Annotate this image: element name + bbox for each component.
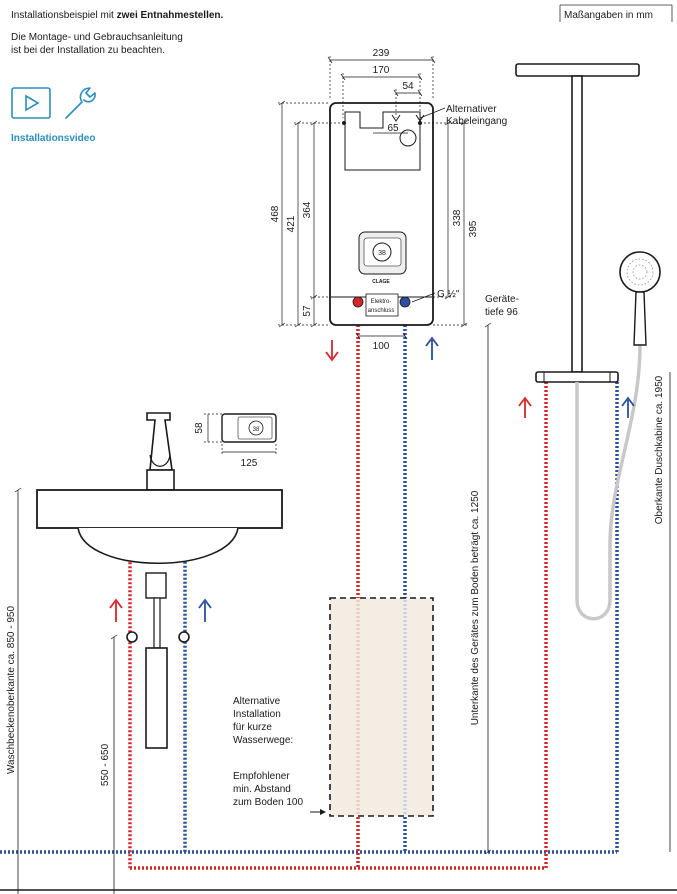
device-bottom-label: Unterkante des Gerätes zum Boden beträgt… [470, 490, 481, 725]
remote-dimension-lines [204, 413, 277, 456]
recommended-line1: Empfohlener [233, 771, 290, 782]
arrow-up-icon [109, 598, 123, 622]
pipe-network [0, 305, 619, 870]
shower-thermostat [535, 371, 619, 383]
drain-pipe [145, 572, 167, 599]
dim-338: 338 [452, 209, 463, 226]
electro-line2: anschluss [368, 308, 395, 314]
arrow-up-icon [425, 336, 439, 360]
dim-58: 58 [194, 422, 205, 434]
hot-angle-valve [126, 631, 138, 643]
rain-shower-head [515, 63, 640, 77]
alternative-line3: für kurze [233, 722, 272, 733]
basin-bowl [77, 527, 239, 565]
alt-cable-line2: Kabeleingang [446, 116, 507, 127]
alternative-install-box [310, 597, 434, 817]
washbasin [36, 412, 283, 749]
remote-display-value: 38 [253, 427, 260, 433]
basin-top [36, 489, 283, 529]
dim-550-650: 550 - 650 [100, 743, 111, 786]
cold-angle-valve [178, 631, 190, 643]
cold-water-connector [399, 296, 411, 308]
alternative-line4: Wasserwege: [233, 735, 293, 746]
arrow-up-icon [621, 396, 635, 418]
recommended-line2: min. Abstand [233, 784, 291, 795]
arrow-up-icon [518, 396, 532, 418]
units-label: Maßangaben in mm [564, 10, 653, 21]
manual-note: Die Montage- und Gebrauchsanleitung ist … [11, 31, 183, 57]
alt-cable-line1: Alternativer [446, 104, 497, 115]
dim-239: 239 [373, 48, 390, 59]
heater-brand-logo: CLAGE [372, 279, 390, 285]
shower [515, 63, 661, 621]
dim-100: 100 [373, 341, 390, 352]
dim-421: 421 [286, 215, 297, 232]
heater-display-value: 38 [378, 250, 386, 257]
dim-125: 125 [241, 458, 258, 469]
shower-hose [575, 344, 642, 621]
remote-control: 38 [221, 413, 277, 443]
manual-note-line1: Die Montage- und Gebrauchsanleitung [11, 32, 183, 43]
depth-line2: tiefe 96 [485, 307, 518, 318]
dimension-ticks [278, 56, 468, 340]
alternative-line1: Alternative [233, 696, 281, 707]
dim-54: 54 [402, 81, 414, 92]
thread-size: G ½" [437, 289, 460, 300]
heater-dimension-lines [278, 56, 468, 337]
intro-bold: zwei Entnahmestellen. [116, 10, 224, 21]
intro-text: Installationsbeispiel mit zwei Entnahmes… [11, 9, 223, 22]
installation-video-link[interactable]: Installationsvideo [11, 133, 96, 144]
electro-line1: Elektro- [371, 299, 392, 305]
dim-57: 57 [302, 305, 313, 317]
dim-170: 170 [373, 65, 390, 76]
dim-395: 395 [468, 220, 479, 237]
dim-468: 468 [270, 205, 281, 222]
arrow-up-icon [198, 598, 212, 622]
alternative-line2: Installation [233, 709, 281, 720]
hand-shower-grip [633, 291, 647, 346]
wrench-icon[interactable] [65, 87, 96, 119]
play-icon[interactable] [11, 87, 51, 119]
electro-connection-box [365, 293, 399, 317]
dim-65: 65 [387, 123, 399, 134]
depth-line1: Geräte- [485, 294, 519, 305]
intro-prefix: Installationsbeispiel mit [11, 10, 117, 21]
hand-shower-head [619, 251, 661, 293]
basin-edge-label: Waschbeckenoberkante ca. 850 - 950 [6, 606, 17, 775]
recommended-line3: zum Boden 100 [233, 797, 303, 808]
shower-riser [571, 75, 583, 373]
shower-top-label: Oberkante Duschkabine ca. 1950 [654, 375, 665, 524]
dim-364: 364 [302, 201, 313, 218]
arrow-down-icon [325, 340, 339, 362]
manual-note-line2: ist bei der Installation zu beachten. [11, 45, 165, 56]
hot-water-connector [352, 296, 364, 308]
water-heater: 38 CLAGE [329, 102, 434, 326]
siphon [145, 647, 168, 749]
